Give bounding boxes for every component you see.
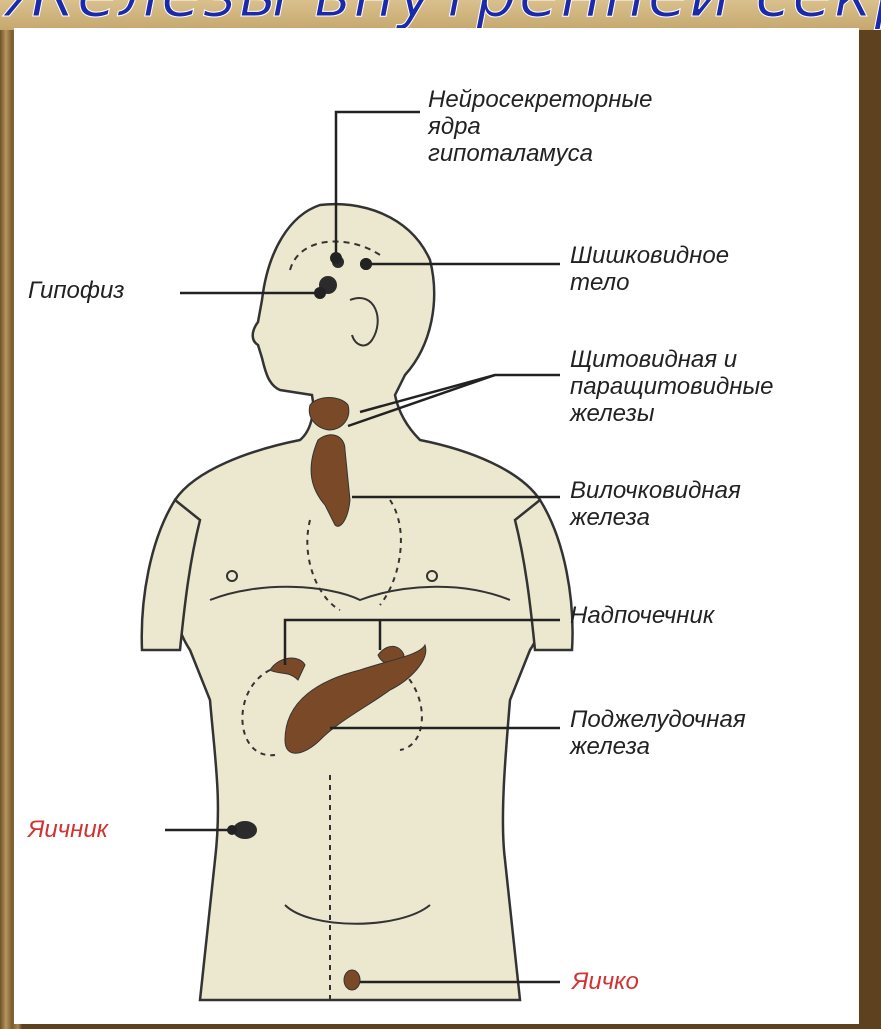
pituitary-dot: [314, 287, 326, 299]
label-adrenal: Надпочечник: [570, 602, 714, 629]
pineal-dot: [360, 258, 372, 270]
testis-gland: [344, 970, 360, 990]
hypothalamus-dot: [330, 252, 342, 264]
label-thyroid: Щитовидная и паращитовидные железы: [570, 346, 773, 427]
label-pineal: Шишковидное тело: [570, 242, 729, 296]
label-ovary: Яичник: [28, 816, 108, 843]
label-pituitary: Гипофиз: [28, 277, 124, 304]
label-thymus: Вилочковидная железа: [570, 477, 741, 531]
label-pancreas: Поджелудочная железа: [570, 706, 746, 760]
label-hypothalamus: Нейросекреторные ядра гипоталамуса: [428, 86, 652, 167]
ovary-dot: [227, 825, 237, 835]
body-silhouette: [168, 204, 551, 1000]
label-testis: Яичко: [572, 968, 639, 995]
